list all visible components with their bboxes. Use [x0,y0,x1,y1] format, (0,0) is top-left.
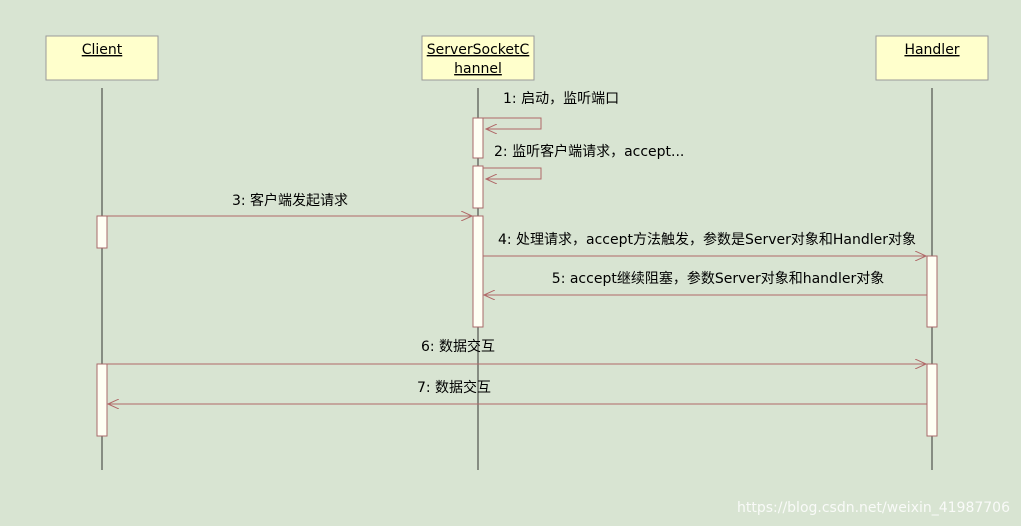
activation-client-2 [96,363,108,437]
activation-handler-1 [926,255,938,328]
participant-handler: Handler [875,35,989,81]
message-7-label: 7: 数据交互 [417,379,491,396]
activation-client-1 [96,215,108,249]
message-2-label: 2: 监听客户端请求，accept... [494,143,684,160]
activation-server-3 [472,215,484,328]
message-1-arrow [483,117,542,129]
message-5-label: 5: accept继续阻塞，参数Server对象和handler对象 [552,270,884,287]
activation-handler-2 [926,363,938,437]
message-3-label: 3: 客户端发起请求 [232,192,348,209]
message-6-label: 6: 数据交互 [421,338,495,355]
watermark: https://blog.csdn.net/weixin_41987706 [737,500,1010,516]
participant-handler-label: Handler [904,42,959,58]
message-1-label: 1: 启动，监听端口 [503,91,619,107]
participant-client-label: Client [82,42,123,58]
message-2-arrow [483,167,542,179]
participant-client: Client [45,35,159,81]
participant-server-label-line2: hannel [454,61,502,77]
participant-server-label-line1: ServerSocketC [427,42,530,58]
activation-server-2 [472,165,484,209]
message-4-label: 4: 处理请求，accept方法触发，参数是Server对象和Handler对象 [498,231,916,248]
participant-server: ServerSocketC hannel [421,35,535,81]
activation-server-1 [472,117,484,159]
